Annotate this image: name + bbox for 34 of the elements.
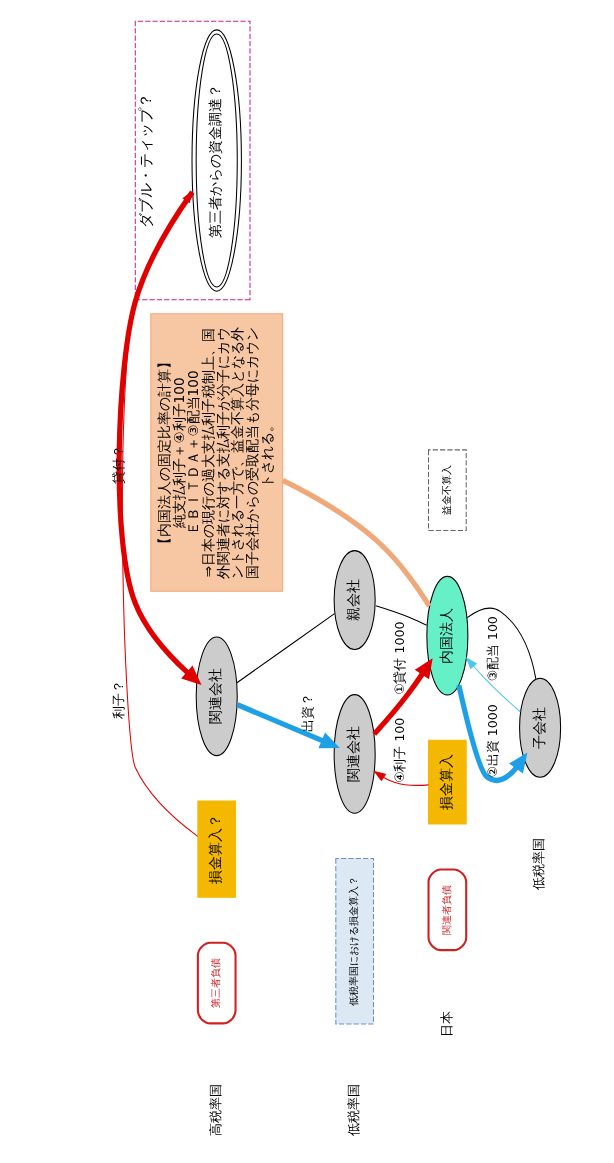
- label: 高税率国: [207, 1083, 223, 1136]
- edge-label: ③配当 100: [484, 616, 500, 682]
- node-ellipse: 親会社: [333, 550, 376, 651]
- edge-label: ①貸付 1000: [391, 621, 407, 695]
- connector: [374, 605, 427, 626]
- node-box: 【内国法人の固定比率の計算】 純支払利子＋④利子100 ＥＢＩＴＤＡ＋③配当100 ⇒日本の現行の過大支払利子税制上、国外関連者に対する支払利子が分子にカウントされる一方で、益金不算入となる外国子会社からの受取配当も分母にカウントされる。: [149, 313, 283, 592]
- node-ellipse: 内国法人: [425, 575, 468, 696]
- edge-label: ④利子 100: [391, 717, 407, 783]
- node-box: 益金不算入: [427, 449, 467, 531]
- arrow: [371, 658, 433, 736]
- node-ellipse: 関連会社: [333, 694, 376, 814]
- node-box: 低税率国における損金算入？: [334, 858, 374, 1025]
- node-ellipse: 子会社: [518, 677, 561, 778]
- label: 日本: [438, 1010, 454, 1037]
- node-box: 損金算入？: [196, 800, 236, 898]
- connector: [466, 607, 536, 680]
- connector: [235, 613, 335, 684]
- node-ellipse: 関連会社: [195, 636, 238, 757]
- edge-label: 利子？: [110, 680, 126, 719]
- arrow: [116, 190, 202, 685]
- node-box: 損金算入: [427, 739, 467, 825]
- edge-label: 出資？: [299, 693, 315, 733]
- node-ellipse: 第三者からの資金調達？: [191, 29, 242, 292]
- arrow: [236, 702, 340, 749]
- arrow: [372, 770, 429, 786]
- node-box: 第三者負債: [196, 941, 237, 1025]
- label: 低税率国: [530, 837, 546, 890]
- edge-label: ②出資 1000: [484, 704, 500, 778]
- arrow: [121, 190, 198, 837]
- node-box: 関連者負債: [427, 868, 467, 952]
- arrow: [465, 656, 521, 713]
- connector: [281, 478, 431, 608]
- arrow: [455, 684, 527, 783]
- label: 低税率国: [345, 1083, 361, 1136]
